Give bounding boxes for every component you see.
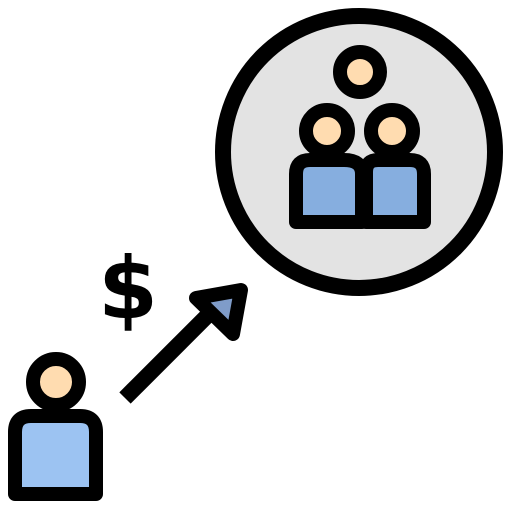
group-person-left-head bbox=[299, 103, 355, 159]
arrow-up-right-icon bbox=[119, 283, 248, 404]
arrow-head bbox=[189, 283, 248, 341]
group-person-right-body bbox=[359, 153, 431, 229]
group-person-right-head bbox=[364, 103, 420, 159]
investor-person-icon bbox=[8, 352, 103, 501]
investor-body bbox=[8, 409, 103, 501]
investor-head bbox=[26, 352, 86, 412]
arrow-shaft bbox=[119, 303, 220, 404]
group-circle-icon bbox=[215, 8, 503, 296]
dollar-sign-icon: $ bbox=[98, 239, 158, 339]
group-person-top-head bbox=[333, 45, 387, 99]
group-person-left-body bbox=[289, 153, 369, 229]
